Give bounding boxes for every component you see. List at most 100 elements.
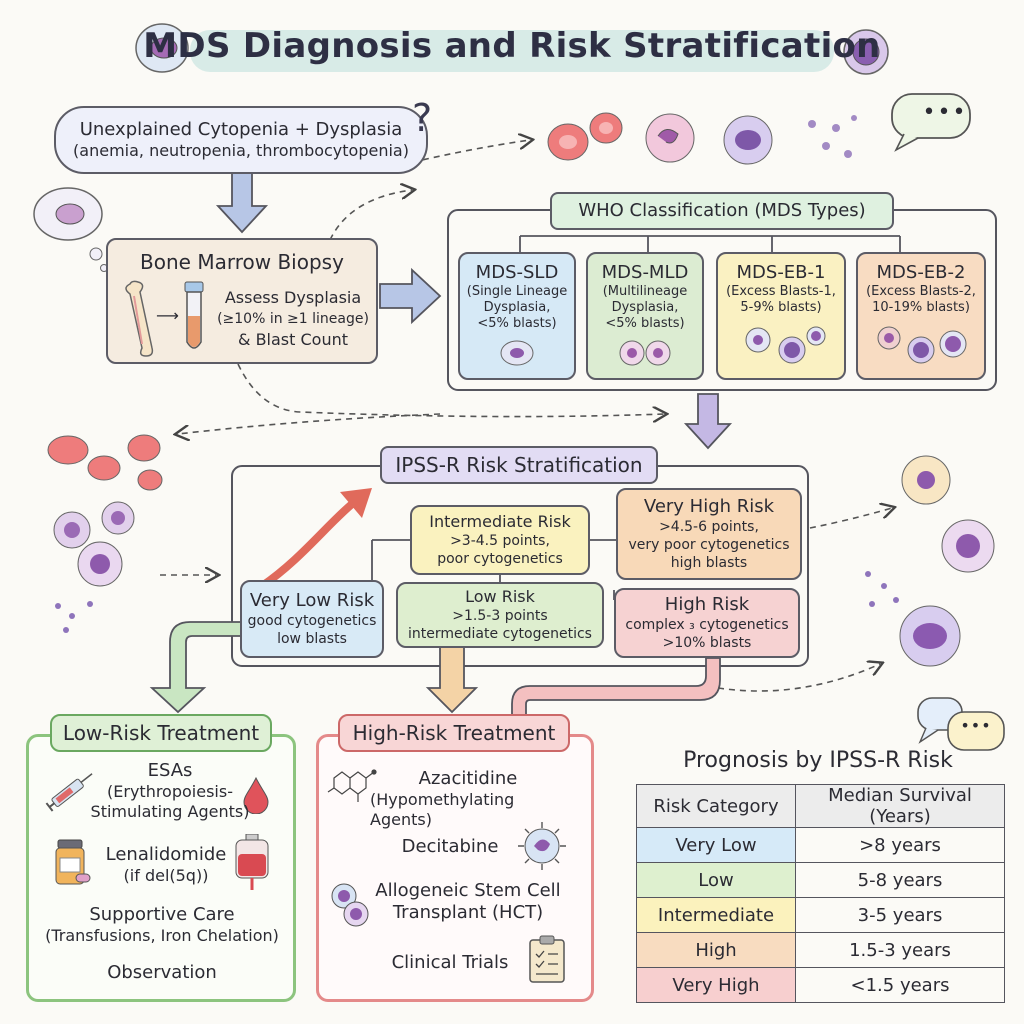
risk-desc: high blasts xyxy=(670,555,748,571)
prognosis-table: Risk Category Median Survival (Years) Ve… xyxy=(636,784,1005,1003)
survival-cell: 1.5-3 years xyxy=(795,932,1005,968)
risk-desc: very poor cytogenetics xyxy=(628,537,790,553)
low-item: Supportive Care (Transfusions, Iron Chel… xyxy=(40,904,284,946)
speech-dots: ••• xyxy=(960,716,992,735)
test-tube-icon xyxy=(182,280,206,354)
high-item-desc: (Hypomethylating Agents) xyxy=(370,790,515,829)
who-type-desc: (Excess Blasts-2, xyxy=(866,284,976,299)
survival-cell: >8 years xyxy=(795,827,1005,863)
low-item-label: Observation xyxy=(107,962,217,983)
column-header: Risk Category xyxy=(636,784,796,828)
cell-icon xyxy=(619,340,671,366)
who-type-desc: Dysplasia, xyxy=(611,300,679,315)
high-item: Allogeneic Stem Cell Transplant (HCT) xyxy=(370,880,566,924)
table-row: Intermediate 3-5 years xyxy=(636,897,1005,933)
risk-low: Low Risk >1.5-3 points intermediate cyto… xyxy=(396,582,604,648)
risk-desc: >3-4.5 points, xyxy=(450,533,550,549)
risk-category-cell: Very Low xyxy=(636,827,796,863)
who-type-card: MDS-EB-2 (Excess Blasts-2, 10-19% blasts… xyxy=(856,252,986,380)
biopsy-box: Bone Marrow Biopsy ⟶ Assess Dysplasia (≥… xyxy=(106,238,378,364)
high-item-label: Azacitidine xyxy=(418,768,518,789)
high-item-label: Clinical Trials xyxy=(391,952,509,973)
who-type-desc: <5% blasts) xyxy=(477,316,557,331)
arrow-to-low-treatment xyxy=(149,621,243,714)
clipboard-icon xyxy=(526,934,570,988)
risk-desc: low blasts xyxy=(277,631,347,647)
who-type-desc: <5% blasts) xyxy=(605,316,685,331)
risk-name: Very Low Risk xyxy=(249,590,375,611)
start-node: Unexplained Cytopenia + Dysplasia (anemi… xyxy=(54,106,428,174)
biopsy-desc-3: & Blast Count xyxy=(238,330,348,349)
who-type-desc: 5-9% blasts) xyxy=(740,300,822,315)
risk-name: High Risk xyxy=(664,594,750,615)
arrow-who-to-ipss xyxy=(683,393,733,450)
table-row: Very Low >8 years xyxy=(636,827,1005,863)
arrow-start-to-biopsy xyxy=(215,171,269,234)
red-blood-cell-icon xyxy=(547,112,623,161)
speech-bubble-icon xyxy=(891,93,971,152)
risk-desc: complex ₃ cytogenetics xyxy=(625,617,789,633)
low-item-desc: (Transfusions, Iron Chelation) xyxy=(45,926,279,945)
low-item: Lenalidomide (if del(5q)) xyxy=(96,844,236,886)
question-mark-icon: ? xyxy=(412,96,433,140)
low-treatment-title: Low-Risk Treatment xyxy=(50,714,272,752)
table-row: Very High <1.5 years xyxy=(636,967,1005,1003)
biopsy-title: Bone Marrow Biopsy xyxy=(140,250,344,274)
biopsy-desc-1: Assess Dysplasia xyxy=(224,288,362,307)
risk-category-cell: Very High xyxy=(636,967,796,1003)
high-item-desc: Transplant (HCT) xyxy=(392,902,544,923)
who-type-desc: 10-19% blasts) xyxy=(872,300,970,315)
low-item-label: Lenalidomide xyxy=(105,844,227,865)
cell-icon xyxy=(135,23,189,73)
risk-desc: intermediate cytogenetics xyxy=(408,626,592,642)
pill-bottle-icon xyxy=(52,838,92,892)
risk-high: High Risk complex ₃ cytogenetics >10% bl… xyxy=(614,588,800,658)
cell-icon xyxy=(843,29,889,75)
who-type-name: MDS-MLD xyxy=(601,262,689,283)
risk-desc: poor cytogenetics xyxy=(437,551,563,567)
risk-category-cell: Low xyxy=(636,862,796,898)
ipss-tree-lines xyxy=(371,539,616,600)
low-item: Observation xyxy=(40,962,284,984)
cell-icon xyxy=(745,326,826,364)
risk-intermediate: Intermediate Risk >3-4.5 points, poor cy… xyxy=(410,505,590,575)
bone-icon xyxy=(120,278,160,358)
low-item-label: Supportive Care xyxy=(89,904,235,925)
red-blood-cell-icon xyxy=(47,434,163,491)
high-treatment-title: High-Risk Treatment xyxy=(338,714,570,752)
prognosis-title: Prognosis by IPSS-R Risk xyxy=(683,748,953,773)
cell-icon xyxy=(865,455,995,667)
cell-icon xyxy=(877,326,967,364)
who-type-card: MDS-MLD (Multilineage Dysplasia, <5% bla… xyxy=(586,252,704,380)
ipss-title: IPSS-R Risk Stratification xyxy=(380,446,658,484)
arrow-right-icon: ⟶ xyxy=(156,306,179,325)
high-item-label: Decitabine xyxy=(401,836,499,857)
low-item-desc: (Erythropoiesis- xyxy=(107,782,233,801)
thought-cloud-icon xyxy=(33,187,108,272)
cell-icon xyxy=(645,113,857,165)
survival-cell: <1.5 years xyxy=(795,967,1005,1003)
blood-drop-icon xyxy=(242,776,270,818)
high-item-label: Allogeneic Stem Cell xyxy=(375,880,561,901)
risk-category-cell: Intermediate xyxy=(636,897,796,933)
start-line1: Unexplained Cytopenia + Dysplasia xyxy=(79,119,403,140)
blood-bag-icon xyxy=(232,833,272,894)
molecule-icon xyxy=(326,758,382,810)
risk-name: Intermediate Risk xyxy=(429,512,571,531)
speech-bubble-icon xyxy=(917,697,1005,751)
survival-cell: 3-5 years xyxy=(795,897,1005,933)
cell-icon xyxy=(500,340,534,366)
arrow-biopsy-to-who xyxy=(379,267,442,325)
page-title: MDS Diagnosis and Risk Stratification xyxy=(143,26,881,66)
who-type-card: MDS-EB-1 (Excess Blasts-1, 5-9% blasts) xyxy=(716,252,846,380)
who-type-desc: (Single Lineage xyxy=(466,284,568,299)
speech-dots: ••• xyxy=(922,100,968,125)
who-type-name: MDS-SLD xyxy=(475,262,559,283)
start-line2: (anemia, neutropenia, thrombocytopenia) xyxy=(73,141,409,160)
virus-cell-icon xyxy=(514,818,570,878)
who-type-card: MDS-SLD (Single Lineage Dysplasia, <5% b… xyxy=(458,252,576,380)
low-item-label: ESAs xyxy=(147,760,193,781)
who-type-desc: Dysplasia, xyxy=(483,300,551,315)
risk-name: Very High Risk xyxy=(643,496,775,517)
risk-very-high: Very High Risk >4.5-6 points, very poor … xyxy=(616,488,802,580)
